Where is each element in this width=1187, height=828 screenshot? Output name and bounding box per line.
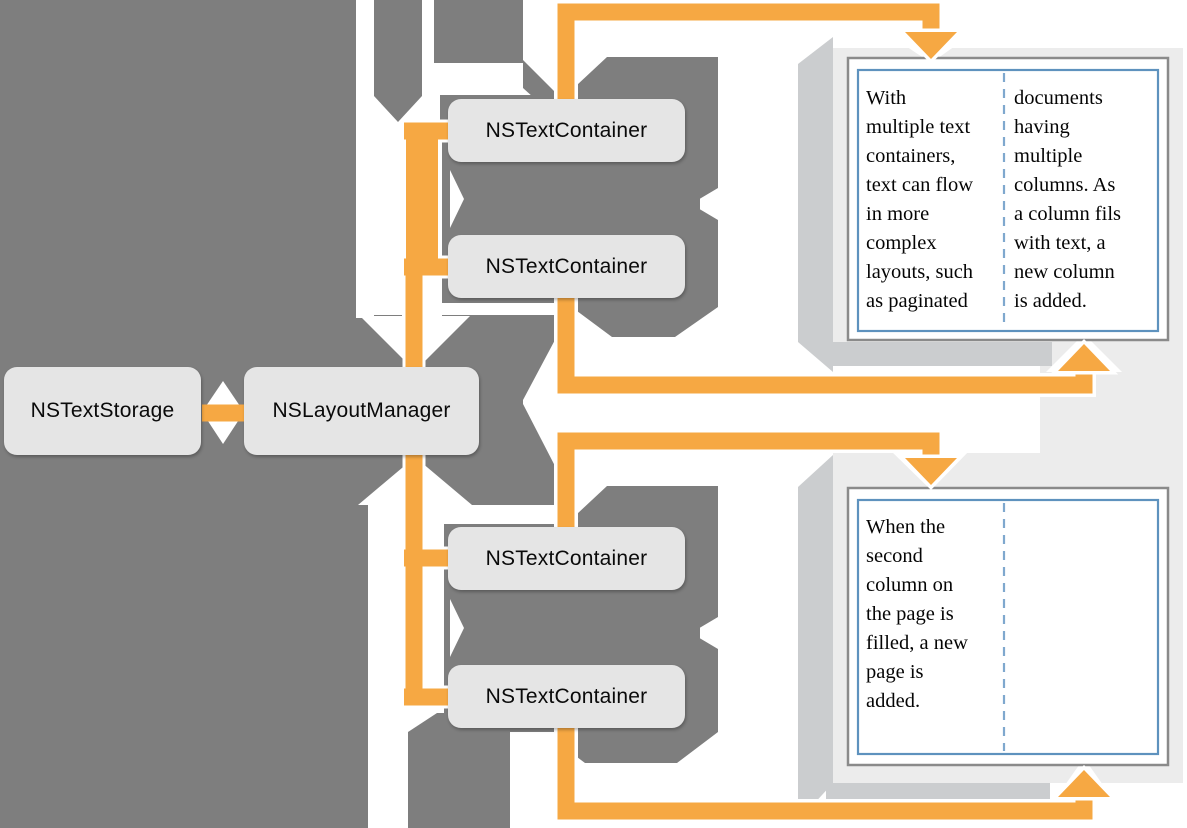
connector-container2-page1 bbox=[557, 296, 1093, 394]
top-center-slab bbox=[434, 0, 523, 63]
page-1-column-frame bbox=[856, 68, 1160, 333]
node-nstextcontainer-2: NSTextContainer bbox=[448, 235, 685, 298]
node-nstextcontainer-3: NSTextContainer bbox=[448, 527, 685, 590]
node-nstextstorage: NSTextStorage bbox=[4, 367, 201, 455]
node-label: NSLayoutManager bbox=[272, 399, 451, 422]
bottom-column bbox=[408, 713, 510, 828]
node-label: NSTextContainer bbox=[485, 546, 648, 570]
node-nslayoutmanager: NSLayoutManager bbox=[244, 367, 479, 455]
node-label: NSTextStorage bbox=[30, 399, 175, 422]
connector-container1-page1 bbox=[557, 3, 940, 103]
page1-shadow-bottom bbox=[833, 342, 1052, 366]
page-2-column-1-text: When the second column on the page is fi… bbox=[866, 516, 968, 712]
top-column-chevron bbox=[374, 0, 422, 122]
page2-shadow-left bbox=[798, 455, 833, 807]
connectors bbox=[202, 3, 1093, 820]
arrowheads bbox=[896, 28, 1119, 801]
pages bbox=[846, 56, 1170, 767]
node-label: NSTextContainer bbox=[485, 254, 648, 278]
page-1-column-2-text: documents having multiple columns. As a … bbox=[1014, 87, 1122, 312]
arrowhead-down-page2-icon bbox=[896, 454, 966, 491]
node-label: NSTextContainer bbox=[485, 118, 648, 142]
node-nstextcontainer-4: NSTextContainer bbox=[448, 665, 685, 728]
page-2 bbox=[846, 486, 1170, 767]
connector-container4-page2 bbox=[557, 725, 1093, 820]
arrowhead-up-page1-icon bbox=[1049, 338, 1119, 375]
page-1 bbox=[846, 56, 1170, 342]
connector-container3-page2 bbox=[557, 432, 940, 531]
arrowhead-down-page1-icon bbox=[896, 28, 966, 65]
page-1-column-1-text: With multiple text containers, text can … bbox=[866, 87, 974, 312]
node-label: NSTextContainer bbox=[485, 684, 648, 708]
node-nstextcontainer-1: NSTextContainer bbox=[448, 99, 685, 162]
arrowhead-up-page2-icon bbox=[1049, 764, 1119, 801]
page1-shadow-left bbox=[798, 37, 833, 372]
page-2-column-frame bbox=[856, 498, 1160, 756]
